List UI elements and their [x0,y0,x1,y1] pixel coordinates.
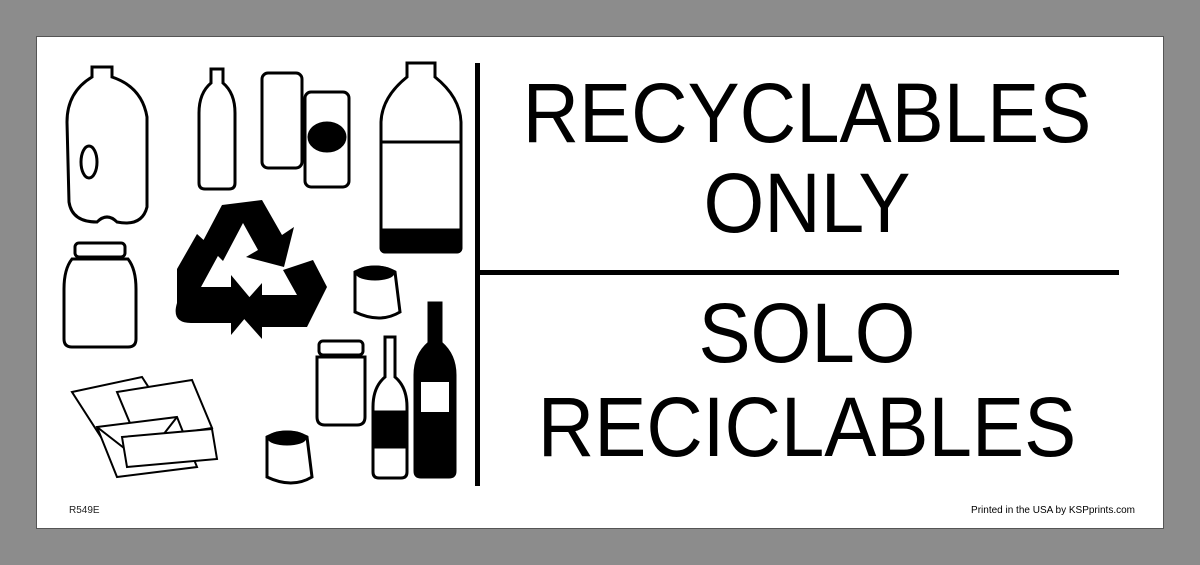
cans-icon [260,71,351,189]
printer-credit: Printed in the USA by KSPprints.com [971,505,1135,516]
horizontal-divider [477,270,1119,275]
recyclables-illustration [62,61,463,485]
glass-jar-icon [315,339,367,427]
recycle-symbol-icon [175,200,327,339]
milk-jug-icon [65,65,149,225]
small-bottle-icon [197,67,237,191]
large-bottle-icon [379,61,463,254]
glass-jar-icon [62,241,138,349]
paper-envelopes-icon [70,375,219,479]
product-code: R549E [69,505,100,516]
heading-solo: SOLO [698,286,916,380]
recycling-sign: RECYCLABLES ONLY SOLO RECICLABLES R549E … [36,36,1164,529]
heading-only: ONLY [703,156,911,250]
heading-recyclables: RECYCLABLES [522,66,1092,160]
crushed-can-icon [265,265,402,485]
heading-reciclables: RECICLABLES [537,380,1077,474]
beer-bottles-icon [371,301,457,480]
